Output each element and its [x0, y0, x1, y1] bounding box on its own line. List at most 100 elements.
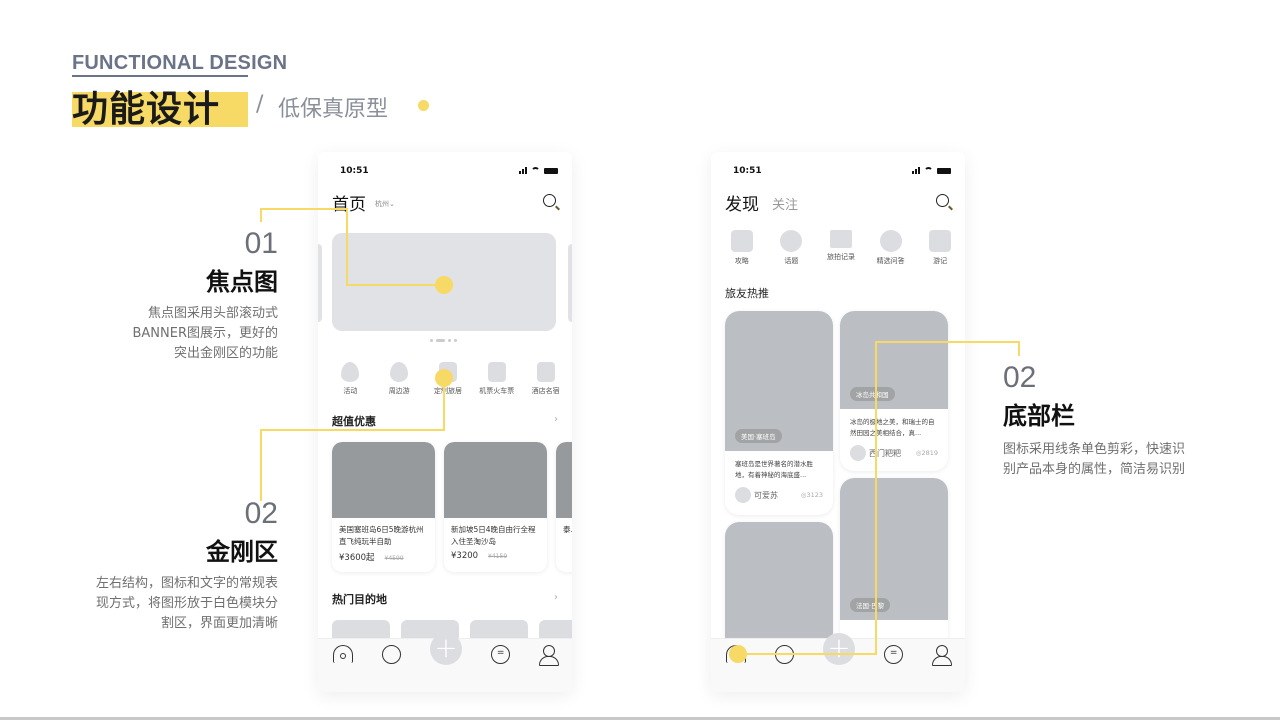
tab-discover[interactable]: 发现: [725, 195, 759, 215]
add-button[interactable]: +: [822, 633, 855, 665]
connector-dot: [729, 645, 747, 663]
feed-card[interactable]: 冰岛共和国 冰岛的极地之美，和瑞士的自然田园之美相结合，真... 西门粑粑 ◎2…: [840, 311, 948, 471]
deal-card[interactable]: 泰…: [556, 442, 572, 572]
connector-line: [738, 653, 877, 655]
connector-line: [443, 378, 445, 431]
annotation-number: 02: [1003, 361, 1037, 394]
guide-icon: [730, 230, 753, 252]
desc-line: 别产品本身的属性，简洁易识别: [1003, 462, 1186, 477]
deal-price: ¥3600起: [339, 553, 375, 563]
phone-discover: 10:51 发现 关注 攻略 话题 旅拍记录: [711, 152, 965, 692]
annotation-desc: 图标采用线条单色剪彩，快速识 别产品本身的属性，简洁易识别: [1003, 440, 1185, 480]
nav-label: 酒店名宿: [531, 387, 560, 395]
connector-line: [875, 341, 877, 655]
desc-line: 焦点图采用头部滚动式: [147, 306, 278, 321]
add-button[interactable]: +: [429, 633, 462, 665]
view-count: ◎3123: [800, 491, 823, 499]
feed-user: 西门粑粑: [869, 448, 901, 458]
page-title: 功能设计: [72, 89, 221, 130]
annotation-tabbar: 02 底部栏 图标采用线条单色剪彩，快速识 别产品本身的属性，简洁易识别: [1003, 362, 1185, 480]
destinations-title: 热门目的地: [332, 593, 387, 606]
nav-item-nearby[interactable]: 周边游: [375, 362, 424, 396]
message-tab-icon[interactable]: =: [491, 645, 511, 664]
connector-line: [260, 208, 262, 222]
topic-icon: [780, 230, 803, 252]
connector-dot: [435, 276, 453, 294]
chevron-right-icon[interactable]: ›: [554, 592, 558, 603]
nav-item-topic[interactable]: 话题: [767, 230, 817, 266]
nav-label: 游记: [933, 257, 948, 265]
location-tag: 美国·塞班岛: [735, 429, 782, 443]
photo-record-icon: [829, 230, 852, 248]
deal-title: 泰…: [563, 525, 572, 534]
title-highlight: [72, 92, 248, 127]
nav-item-photo[interactable]: 旅拍记录: [816, 230, 866, 266]
chevron-right-icon[interactable]: ›: [554, 414, 558, 425]
nav-item-hotel[interactable]: 酒店名宿: [521, 362, 570, 396]
flame-icon: [341, 362, 360, 382]
connector-line: [346, 284, 444, 286]
deal-title: 美国塞班岛6日5晚游杭州直飞纯玩半自助: [339, 525, 424, 546]
feed-user: 可爱苏: [754, 490, 778, 500]
status-bar: 10:51: [733, 166, 951, 178]
deal-card[interactable]: 美国塞班岛6日5晚游杭州直飞纯玩半自助 ¥3600起¥4599: [332, 442, 435, 572]
desc-line: 图标采用线条单色剪彩，快速识: [1003, 442, 1186, 457]
banner-next-peek: [568, 244, 572, 322]
profile-tab-icon[interactable]: [932, 645, 953, 666]
bottom-divider: [0, 717, 1280, 720]
annotation-kingkong: 02 金刚区 左右结构，图标和文字的常规表 现方式，将图形放于白色模块分 割区，…: [96, 498, 278, 634]
desc-line: 左右结构，图标和文字的常规表: [95, 576, 278, 591]
home-title: 首页: [332, 195, 366, 215]
feed-card[interactable]: [725, 522, 833, 652]
deal-image: [444, 442, 547, 518]
home-tab-icon[interactable]: [332, 645, 353, 663]
feed-text: 冰岛的极地之美，和瑞士的自然田园之美相结合，真...: [850, 418, 935, 437]
feed-title: 旅友热推: [725, 287, 769, 300]
avatar[interactable]: [850, 445, 866, 461]
city-selector[interactable]: 杭州⌄: [375, 200, 395, 208]
status-bar: 10:51: [340, 166, 558, 178]
wifi-icon: [531, 167, 540, 174]
search-icon[interactable]: [936, 194, 949, 207]
location-tag: 法国·巴黎: [850, 598, 891, 612]
tab-follow[interactable]: 关注: [772, 198, 799, 213]
nav-item-activity[interactable]: 活动: [326, 362, 375, 396]
nav-item-guide[interactable]: 攻略: [717, 230, 767, 266]
feed-card[interactable]: 法国·巴黎: [840, 478, 948, 648]
search-icon[interactable]: [543, 194, 556, 207]
hotel-icon: [536, 362, 555, 382]
eyebrow-label: FUNCTIONAL DESIGN: [72, 52, 288, 74]
view-count: ◎2819: [915, 449, 938, 457]
nav-label: 话题: [784, 257, 799, 265]
connector-line: [260, 429, 444, 431]
nav-label: 活动: [343, 387, 358, 395]
feed-card[interactable]: 美国·塞班岛 塞班岛是世界著名的潜水胜地，有着神秘的海底盛... 可爱苏 ◎31…: [725, 311, 833, 515]
discover-tab-icon[interactable]: [381, 645, 401, 664]
profile-tab-icon[interactable]: [539, 645, 560, 666]
feed-image: 美国·塞班岛: [725, 311, 833, 451]
deal-image: [332, 442, 435, 518]
nav-item-qa[interactable]: 精选问答: [866, 230, 916, 266]
desc-line: 突出金刚区的功能: [173, 346, 278, 361]
nav-item-notes[interactable]: 游记: [915, 230, 965, 266]
feed-image: [725, 522, 833, 652]
deal-card[interactable]: 新加坡5日4晚自由行全程入住圣淘沙岛 ¥3200¥4159: [444, 442, 547, 572]
connector-line: [876, 341, 1020, 343]
nav-label: 周边游: [388, 387, 410, 395]
message-tab-icon[interactable]: =: [884, 645, 904, 664]
discover-nav: 攻略 话题 旅拍记录 精选问答 游记: [717, 230, 965, 266]
connector-line: [1018, 341, 1020, 356]
nav-label: 机票火车票: [479, 387, 515, 395]
avatar[interactable]: [735, 487, 751, 503]
annotation-desc: 左右结构，图标和文字的常规表 现方式，将图形放于白色模块分 割区，界面更加清晰: [96, 574, 278, 634]
nav-item-tickets[interactable]: 机票火车票: [472, 362, 521, 396]
nav-label: 精选问答: [876, 257, 905, 265]
feed-image: 冰岛共和国: [840, 311, 948, 409]
deal-title: 新加坡5日4晚自由行全程入住圣淘沙岛: [451, 525, 536, 546]
nav-label: 定制旅居: [433, 387, 462, 395]
carousel-indicator: [430, 339, 457, 342]
banner-prev-peek: [318, 244, 322, 322]
annotation-title: 焦点图: [206, 268, 278, 296]
qa-icon: [879, 230, 902, 252]
